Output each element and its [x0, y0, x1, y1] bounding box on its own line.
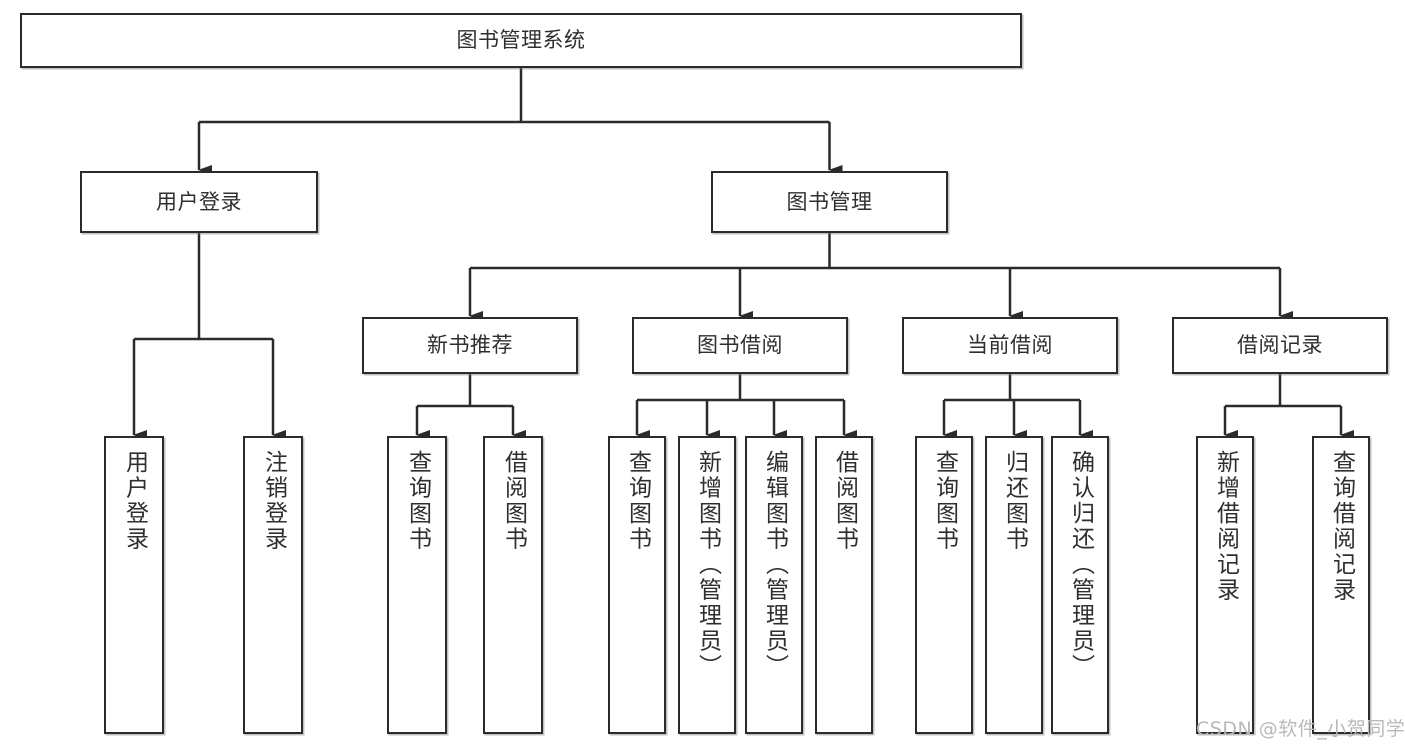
leaf-user-login[interactable]: 用户登录 — [104, 436, 164, 734]
node-borrow-record-label: 借阅记录 — [1237, 333, 1323, 358]
leaf-query-book-1-label: 查询图书 — [404, 450, 431, 552]
leaf-edit-book[interactable]: 编辑图书（管理员） — [745, 436, 803, 734]
node-borrow-record[interactable]: 借阅记录 — [1172, 317, 1388, 374]
leaf-query-record[interactable]: 查询借阅记录 — [1312, 436, 1370, 734]
leaf-query-record-label: 查询借阅记录 — [1328, 450, 1355, 603]
leaf-borrow-book-2[interactable]: 借阅图书 — [815, 436, 873, 734]
leaf-add-record-label: 新增借阅记录 — [1212, 450, 1239, 603]
leaf-query-book-1[interactable]: 查询图书 — [387, 436, 447, 734]
leaf-query-book-2[interactable]: 查询图书 — [608, 436, 666, 734]
leaf-query-book-2-label: 查询图书 — [624, 450, 651, 552]
node-new-book-recommend-label: 新书推荐 — [427, 333, 513, 358]
node-root[interactable]: 图书管理系统 — [20, 13, 1022, 68]
node-current-borrow-label: 当前借阅 — [967, 333, 1053, 358]
node-book-manage-label: 图书管理 — [786, 189, 873, 214]
leaf-logout-label: 注销登录 — [260, 450, 287, 552]
node-book-manage[interactable]: 图书管理 — [711, 171, 948, 233]
leaf-add-book[interactable]: 新增图书（管理员） — [678, 436, 736, 734]
node-user-login[interactable]: 用户登录 — [80, 171, 318, 233]
leaf-borrow-book-1[interactable]: 借阅图书 — [483, 436, 543, 734]
node-new-book-recommend[interactable]: 新书推荐 — [362, 317, 578, 374]
leaf-return-book-label: 归还图书 — [1001, 450, 1028, 552]
leaf-borrow-book-2-label: 借阅图书 — [831, 450, 858, 552]
leaf-confirm-return-label: 确认归还（管理员） — [1067, 450, 1094, 680]
node-user-login-label: 用户登录 — [156, 189, 242, 214]
leaf-confirm-return[interactable]: 确认归还（管理员） — [1051, 436, 1109, 734]
leaf-edit-book-label: 编辑图书（管理员） — [761, 450, 788, 680]
leaf-return-book[interactable]: 归还图书 — [985, 436, 1043, 734]
leaf-add-book-label: 新增图书（管理员） — [694, 450, 721, 680]
leaf-borrow-book-1-label: 借阅图书 — [500, 450, 527, 552]
node-book-borrow[interactable]: 图书借阅 — [632, 317, 848, 374]
leaf-add-record[interactable]: 新增借阅记录 — [1196, 436, 1254, 734]
leaf-query-book-3[interactable]: 查询图书 — [915, 436, 973, 734]
leaf-logout[interactable]: 注销登录 — [243, 436, 303, 734]
node-book-borrow-label: 图书借阅 — [697, 333, 783, 358]
leaf-user-login-label: 用户登录 — [121, 450, 148, 552]
node-current-borrow[interactable]: 当前借阅 — [902, 317, 1118, 374]
csdn-watermark: CSDN @软件_小贺同学 — [1196, 718, 1405, 740]
node-root-label: 图书管理系统 — [456, 28, 586, 53]
leaf-query-book-3-label: 查询图书 — [931, 450, 958, 552]
